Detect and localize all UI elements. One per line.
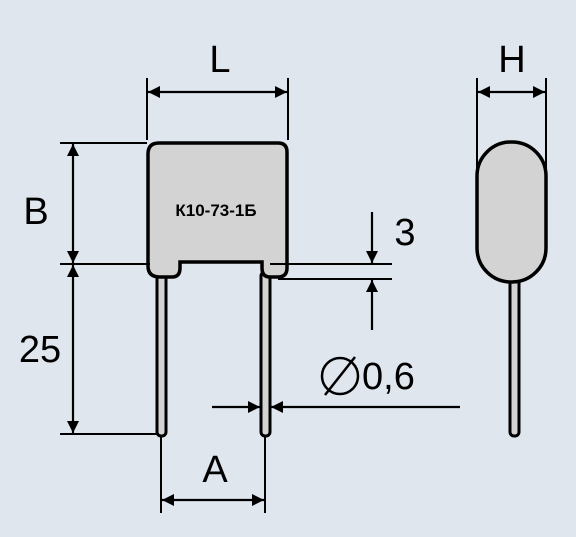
capacitor-body: [146, 141, 289, 279]
diameter-icon: [320, 356, 360, 396]
part-label: К10-73-1Б: [175, 201, 256, 220]
a-label: A: [202, 449, 228, 491]
side-lead: [508, 270, 521, 438]
l-label: L: [209, 39, 230, 81]
b-label: B: [23, 191, 48, 233]
h-label: H: [498, 39, 525, 81]
seat-offset-label: 3: [394, 212, 415, 254]
left-lead: [155, 270, 168, 438]
diameter-label: 0,6: [362, 356, 415, 398]
right-lead: [259, 270, 272, 438]
lead-length-label: 25: [19, 329, 61, 371]
side-body: [475, 140, 548, 284]
